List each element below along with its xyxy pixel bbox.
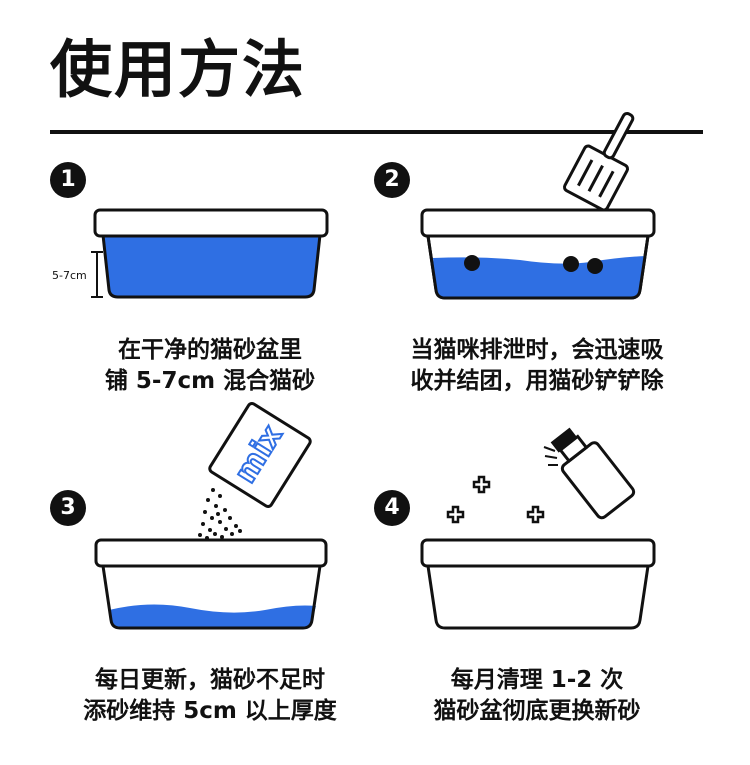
step-3-caption-line1: 每日更新，猫砂不足时: [95, 667, 325, 693]
step-3-number: 3: [50, 490, 86, 526]
spray-bottle-icon: [550, 427, 636, 520]
step-2-caption-line1: 当猫咪排泄时，会迅速吸: [410, 337, 664, 363]
step-2-caption: 当猫咪排泄时，会迅速吸 收并结团，用猫砂铲铲除: [372, 335, 702, 397]
step-4-litter-box: [420, 538, 656, 630]
step-4-caption-line1: 每月清理 1-2 次: [450, 667, 624, 693]
clump: [587, 258, 603, 274]
step-2-caption-line2: 收并结团，用猫砂铲铲除: [410, 368, 664, 394]
scoop-icon: [562, 111, 635, 212]
step-3-litter-box: [94, 538, 328, 630]
clump: [563, 256, 579, 272]
step-1-caption: 在干净的猫砂盆里 铺 5-7cm 混合猫砂: [45, 335, 375, 397]
step-1-litter-box: [93, 208, 329, 299]
litter-bag-icon: mix: [208, 402, 312, 508]
step-1-caption-line2: 铺 5-7cm 混合猫砂: [104, 368, 316, 394]
step-2-number: 2: [374, 162, 410, 198]
step-4-number: 4: [374, 490, 410, 526]
spray-mist: [543, 446, 558, 466]
step-2-litter-box: [420, 208, 656, 300]
title-divider: [50, 130, 703, 134]
page-title: 使用方法: [50, 33, 307, 106]
step-1-caption-line1: 在干净的猫砂盆里: [118, 337, 302, 363]
depth-label: 5-7cm: [52, 269, 87, 282]
step-3-caption-line2: 添砂维持 5cm 以上厚度: [83, 698, 337, 724]
step-3-caption: 每日更新，猫砂不足时 添砂维持 5cm 以上厚度: [45, 665, 375, 727]
step-4-caption-line2: 猫砂盆彻底更换新砂: [433, 698, 641, 724]
step-1-number: 1: [50, 162, 86, 198]
depth-indicator: 5-7cm: [52, 251, 103, 298]
clump: [464, 255, 480, 271]
sparkle-cross-icon: [446, 475, 545, 524]
step-4-caption: 每月清理 1-2 次 猫砂盆彻底更换新砂: [372, 665, 702, 727]
falling-litter: [198, 488, 242, 540]
